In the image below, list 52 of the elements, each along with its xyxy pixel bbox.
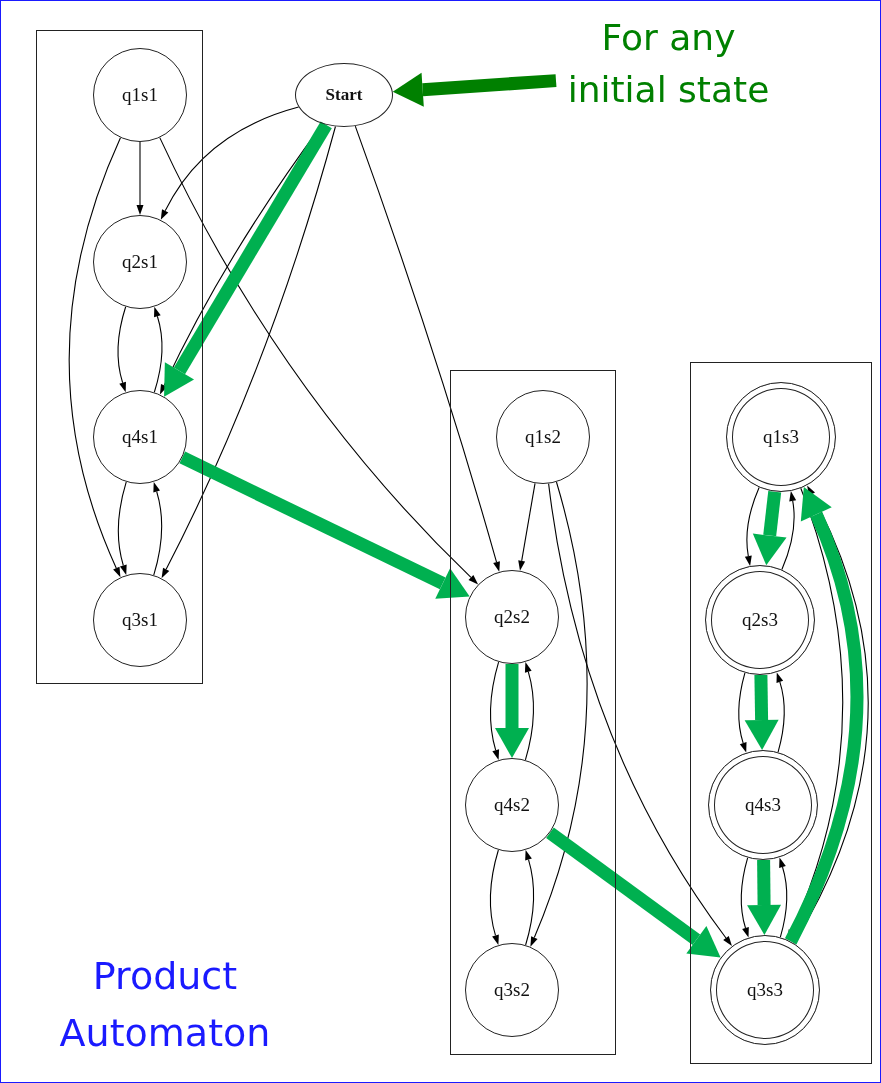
state-label: q3s3 — [747, 979, 783, 1001]
state-label: q4s2 — [494, 794, 530, 816]
arrow — [159, 137, 479, 585]
arrow — [489, 661, 500, 761]
annotation-text: For any initial state — [556, 12, 781, 134]
arrow — [548, 483, 732, 947]
cluster-box — [450, 370, 616, 1055]
arrow — [489, 849, 499, 946]
state-label: q2s3 — [742, 609, 778, 631]
arrow — [161, 125, 337, 579]
state-label: q2s1 — [122, 251, 158, 273]
state-label: q1s2 — [525, 426, 561, 448]
arrow — [518, 482, 536, 571]
arrow — [744, 486, 760, 566]
state-label: q1s1 — [122, 84, 158, 106]
accepting-state-circle — [726, 382, 836, 492]
arrow — [160, 106, 300, 220]
highlight-arrow — [752, 490, 787, 566]
arrow — [530, 481, 588, 947]
state-label: q4s1 — [122, 426, 158, 448]
cluster-box — [36, 30, 203, 684]
highlight-arrow — [784, 486, 864, 945]
state-label: Start — [325, 85, 363, 105]
arrow — [738, 672, 747, 753]
state-label: q3s1 — [122, 609, 158, 631]
arrow — [117, 481, 127, 576]
accepting-state-circle — [705, 565, 815, 675]
highlight-arrow — [546, 827, 721, 958]
arrow — [153, 481, 163, 576]
highlight-arrow — [747, 859, 782, 935]
arrow — [153, 306, 163, 393]
arrow — [740, 857, 749, 938]
highlight-arrow — [744, 674, 779, 750]
diagram-label: Product Automaton — [58, 953, 272, 1057]
arrow — [68, 137, 121, 578]
state-label: q1s3 — [763, 426, 799, 448]
accepting-state-circle — [710, 935, 820, 1045]
cluster-box — [690, 362, 872, 1064]
arrow — [354, 125, 500, 572]
arrow — [781, 491, 797, 571]
state-label: q2s2 — [494, 606, 530, 628]
arrow — [524, 661, 535, 761]
arrow — [117, 306, 127, 393]
state-label: q4s3 — [745, 794, 781, 816]
accepting-state-circle — [708, 750, 818, 860]
state-label: q3s2 — [494, 979, 530, 1001]
arrow — [776, 672, 785, 753]
arrow — [779, 857, 788, 938]
arrow — [136, 141, 144, 215]
highlight-arrow — [392, 72, 557, 107]
highlight-arrow — [495, 664, 529, 758]
arrow — [525, 849, 535, 946]
